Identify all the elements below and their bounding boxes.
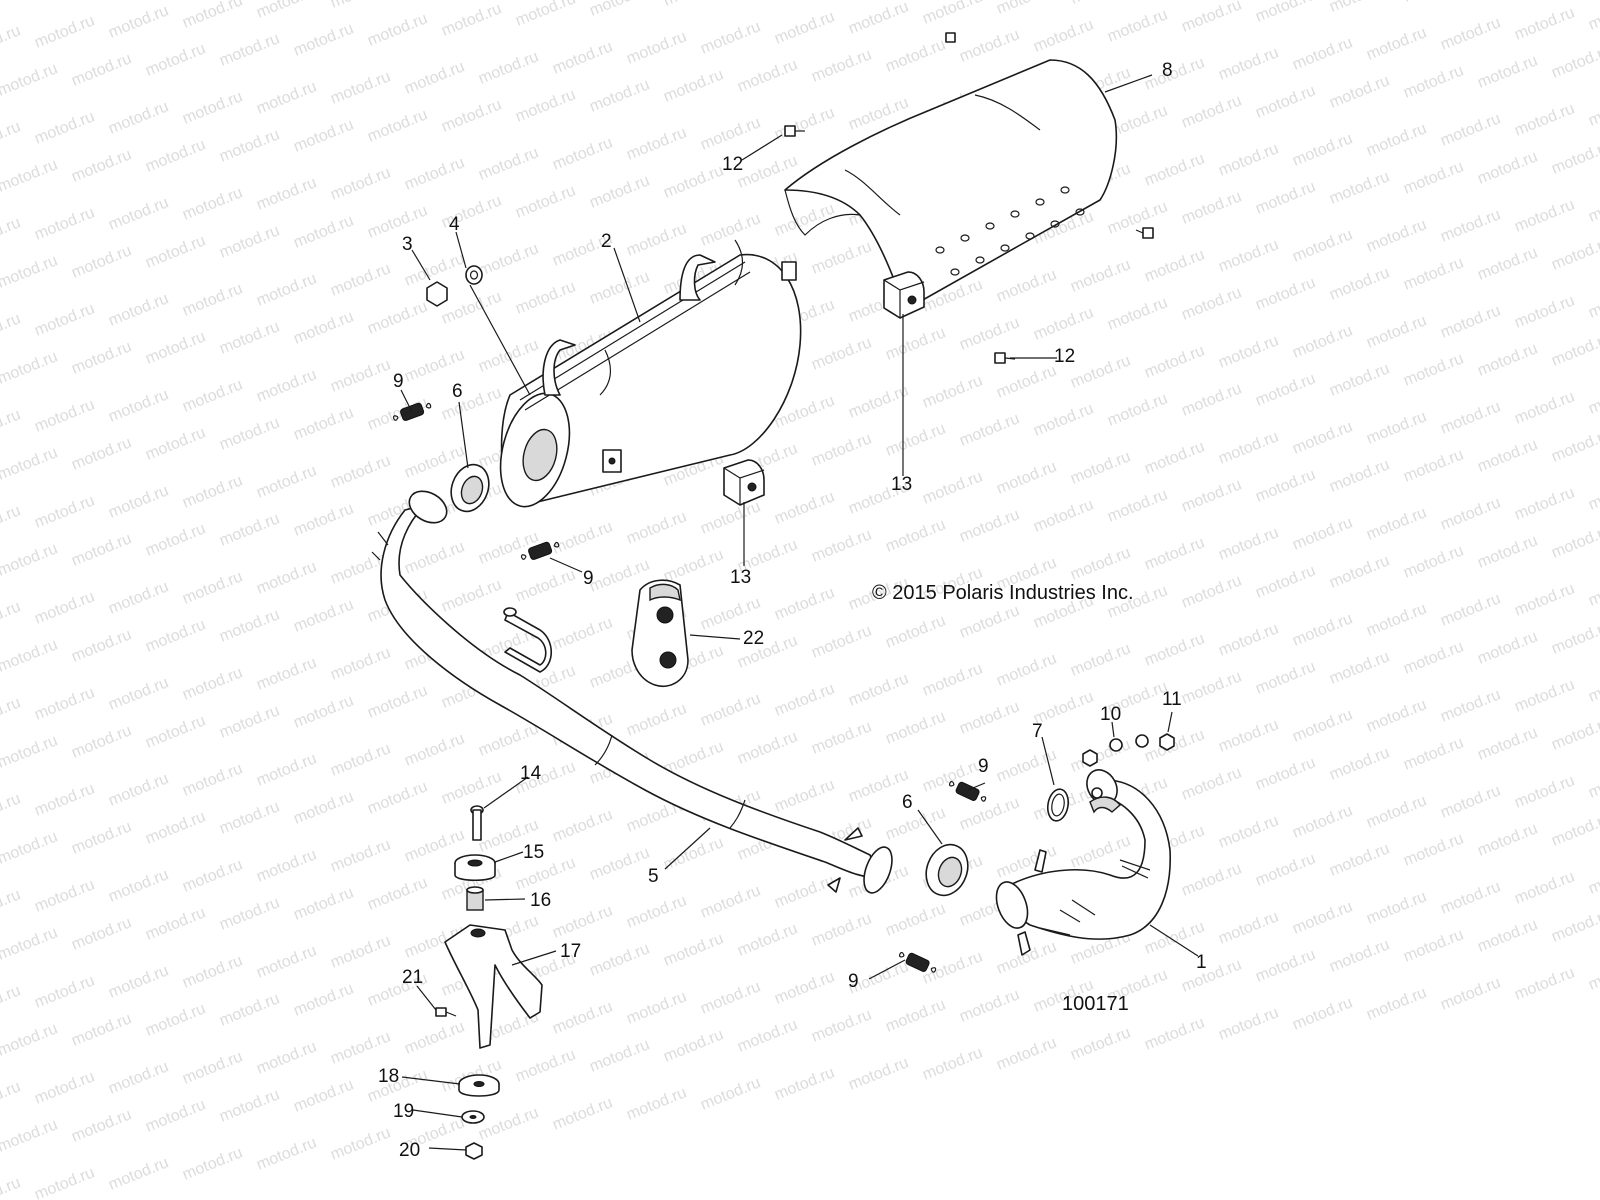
lock-washer-part <box>1109 734 1149 752</box>
spacer-part <box>466 886 484 911</box>
figure-id: 100171 <box>1062 993 1129 1015</box>
callout-17: 17 <box>560 941 581 962</box>
callout-9: 9 <box>978 756 989 777</box>
mount-bracket-part <box>444 924 543 1049</box>
callout-9: 9 <box>583 568 594 589</box>
callout-6: 6 <box>452 381 463 402</box>
hanger-rod-part <box>503 607 553 673</box>
callout-7: 7 <box>1032 721 1043 742</box>
callout-18: 18 <box>378 1066 399 1087</box>
callout-4: 4 <box>449 214 460 235</box>
callout-9: 9 <box>393 371 404 392</box>
callout-12: 12 <box>1054 346 1075 367</box>
head-pipe-part <box>995 769 1171 956</box>
washer-part <box>465 265 483 285</box>
callout-3: 3 <box>402 234 413 255</box>
copyright-notice: © 2015 Polaris Industries Inc. <box>872 582 1134 604</box>
callout-5: 5 <box>648 866 659 887</box>
callout-11: 11 <box>1162 689 1182 710</box>
callout-13: 13 <box>891 474 912 495</box>
nut-part <box>426 281 448 307</box>
callout-21: 21 <box>402 967 423 988</box>
callout-9: 9 <box>848 971 859 992</box>
callout-10: 10 <box>1100 704 1121 725</box>
nut-part <box>465 1142 483 1160</box>
callout-1: 1 <box>1196 952 1207 973</box>
callout-6: 6 <box>902 792 913 813</box>
flange-nut-part <box>1082 733 1175 767</box>
callout-2: 2 <box>601 231 612 252</box>
callout-12: 12 <box>722 154 743 175</box>
callout-8: 8 <box>1162 60 1173 81</box>
callout-22: 22 <box>743 628 764 649</box>
callout-20: 20 <box>399 1140 420 1161</box>
seal-ring-part <box>1046 788 1070 822</box>
callout-19: 19 <box>393 1101 414 1122</box>
mount-bushing-part <box>454 854 496 882</box>
flat-washer-part <box>458 1074 500 1097</box>
isolator-part <box>631 579 689 687</box>
callout-15: 15 <box>523 842 544 863</box>
callout-14: 14 <box>520 763 542 784</box>
exhaust-pipe-part <box>371 490 893 894</box>
washer-part <box>461 1110 485 1124</box>
mount-bolt-part <box>470 805 484 841</box>
heat-shield-part <box>784 59 1118 311</box>
callout-13: 13 <box>730 567 751 588</box>
screw-part <box>435 1007 457 1017</box>
callout-16: 16 <box>530 890 551 911</box>
